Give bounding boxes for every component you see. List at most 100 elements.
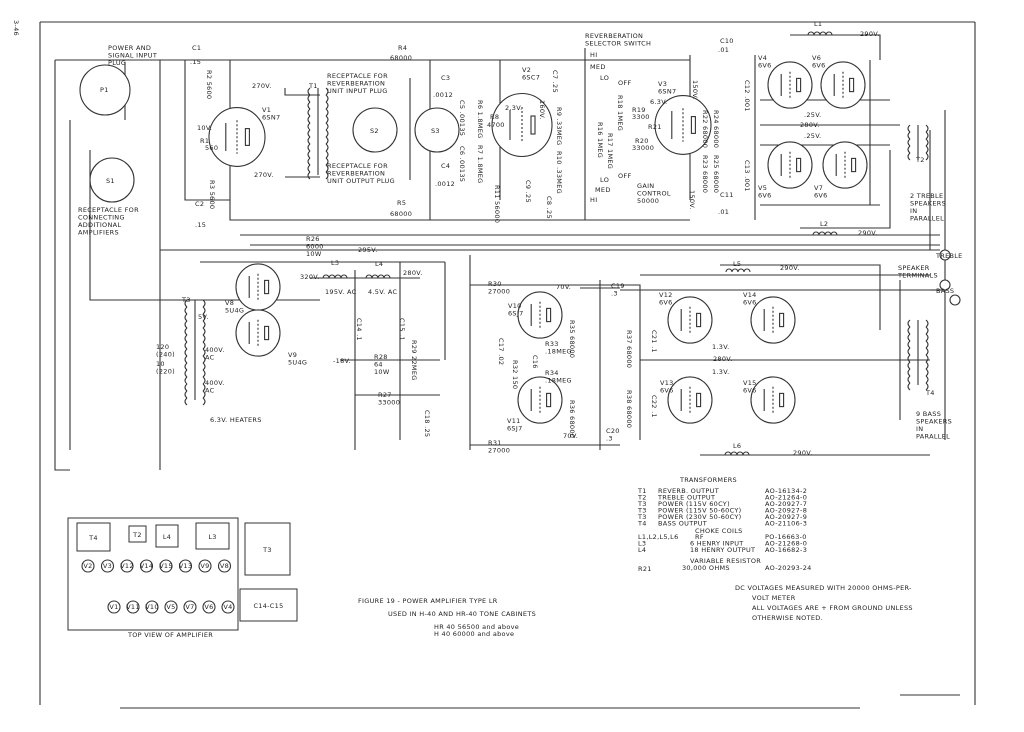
label-r34: .18MEG [545,377,572,385]
block-t3 [244,522,291,576]
coil-turn [731,268,739,273]
label-v14: 6V6 [743,299,757,307]
coil-turn [383,274,391,279]
label-v3-plate-a: 150V. [691,80,699,100]
label-c14: C14 .1 [355,318,363,341]
label-sw-lo-top: LO [600,74,609,82]
winding [184,383,188,392]
label-v2-plate: 160V. [538,100,546,120]
label-tap-120: 120 [156,343,169,351]
winding [202,313,206,322]
label-v10: 6SJ7 [508,310,524,318]
tube-position-label: V9 [200,562,209,570]
label-r22: R22 68000 [701,110,709,148]
label-sw-lo-bot: LO [600,176,609,184]
winding [307,101,311,110]
winding [307,136,311,145]
label-s3: S3 [431,127,440,135]
part-ref: T3 [637,513,647,521]
label-sw-med-bot: MED [595,186,611,194]
wire [470,284,641,440]
label-recept-output: REVERBERATION [327,170,385,178]
note-line: DC VOLTAGES MEASURED WITH 20000 OHMS-PER… [735,584,912,592]
label-c4-val: .0012 [435,180,455,188]
label-r5-val: 68000 [390,210,412,218]
label-bias-a: .25V. [804,111,822,119]
label-r31: 27000 [488,447,510,455]
choke-l1 [807,31,833,36]
label-v11: 6SJ7 [507,425,523,433]
label-s1: S1 [106,177,115,185]
label-s2: S2 [370,127,379,135]
label-v10-plate: 70V. [556,283,571,291]
winding [184,355,188,364]
label-r27: 33000 [378,399,400,407]
label-r8-val: 4700 [487,121,505,129]
label-sw-off-top: OFF [618,79,632,87]
label-r28: R28 [374,353,388,361]
label-b-plus-2: 280V. [713,355,733,363]
label-r26: R26 [306,235,320,243]
label-r33: R33 [545,340,559,348]
page-frame [39,21,976,709]
tube-position-label: V15 [159,562,173,570]
plate [530,115,536,135]
tube-position-label: V2 [83,562,92,570]
label-recept-output: RECEPTACLE FOR [327,162,388,170]
label-l6: L6 [733,442,741,450]
choke-l4 [365,274,391,279]
label-c10-val: .01 [718,46,729,54]
label-heaters: 6.3V. HEATERS [210,416,262,424]
label-c8: C8 .25 [545,196,553,219]
label-recept-input: RECEPTACLE FOR [327,72,388,80]
block-l3 [195,522,230,550]
block-l4 [155,524,179,548]
vacuum-tube-v10 [517,291,563,339]
winding [907,145,911,154]
winding [925,333,929,342]
vacuum-tube-v7 [822,141,868,189]
label-tap-120: (240) [156,351,175,359]
speaker-terminal [939,279,951,291]
winding [907,124,911,133]
winding [925,375,929,384]
label-sw-off-bot: OFF [618,172,632,180]
winding [907,138,911,147]
part-number: AO-20927-7 [765,500,807,508]
label-t2: T2 [915,156,925,164]
part-ref: T4 [637,520,647,528]
label-v5: V5 [758,184,767,192]
plate [779,392,785,408]
winding [907,131,911,140]
label-recept-output: UNIT OUTPUT PLUG [327,177,395,185]
label-r6: R6 1.8MEG [476,100,484,139]
part-desc: RF [695,533,704,541]
winding [907,319,911,328]
winding [307,164,311,173]
winding [184,376,188,385]
label-v7: V7 [814,184,823,192]
winding [325,143,329,152]
label-v2: V2 [522,66,531,74]
label-recept-input: UNIT INPUT PLUG [327,87,388,95]
label-r10: R10 .33MEG [555,151,563,194]
note-line: ALL VOLTAGES ARE + FROM GROUND UNLESS [752,604,913,612]
label-t1: T1 [308,82,318,90]
part-number: AO-16134-2 [765,487,807,495]
label-t3-5v: 5V. [198,313,209,321]
transformer-t2 [907,124,929,161]
wire [720,264,881,330]
coil-turn [340,274,348,279]
winding [325,129,329,138]
label-r2: R2 5600 [205,70,213,99]
vacuum-tube-v8 [235,263,281,311]
label-v14: V14 [743,291,757,299]
winding [202,369,206,378]
winding [202,299,206,308]
plate [264,279,270,295]
winding [184,341,188,350]
winding [907,340,911,349]
winding [907,382,911,391]
coil-turn [825,31,833,36]
